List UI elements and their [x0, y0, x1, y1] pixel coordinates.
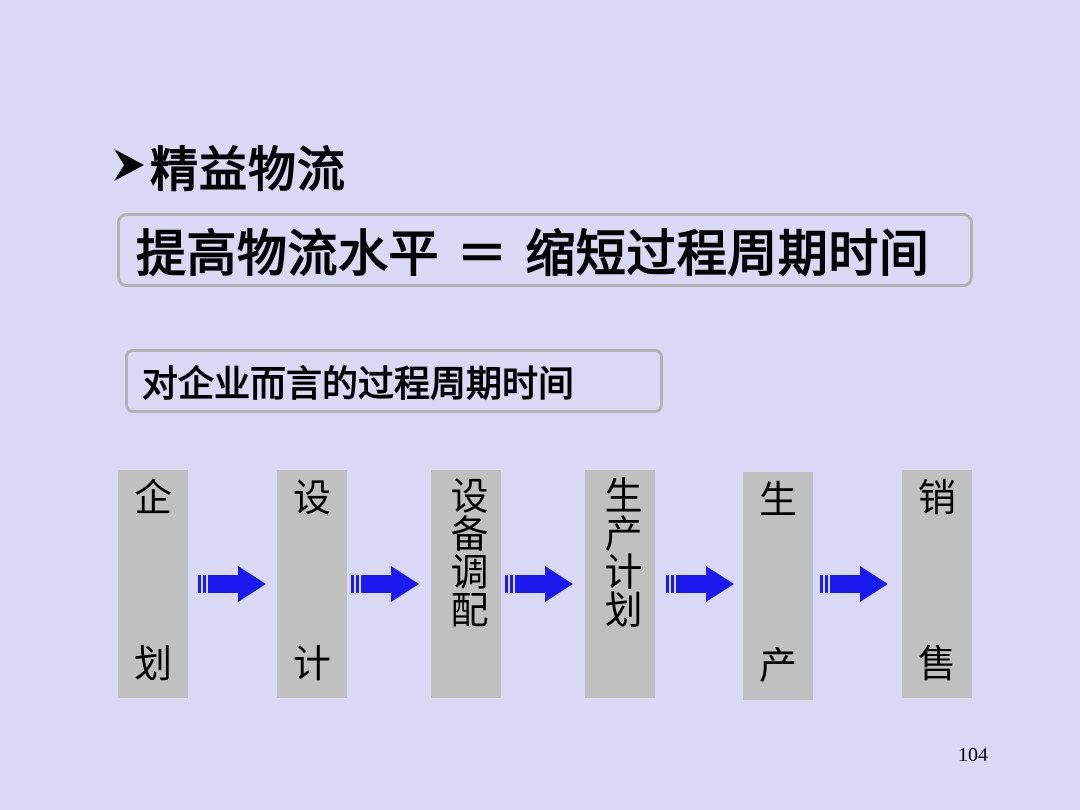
stage-label: 设备调配 — [444, 476, 488, 628]
heading-text: 精益物流 — [150, 142, 347, 198]
right-arrow-icon — [666, 564, 734, 604]
subtitle-box: 对企业而言的过程周期时间 — [125, 349, 663, 413]
right-arrow-icon — [351, 564, 419, 604]
stage-planning: 企 划 — [118, 470, 188, 698]
stage-label-top: 设 — [292, 476, 331, 520]
right-arrow-icon — [820, 564, 888, 604]
right-arrow-icon — [198, 564, 266, 604]
subtitle-text: 对企业而言的过程周期时间 — [142, 364, 575, 405]
stage-label-bottom: 售 — [917, 642, 956, 686]
page-number: 104 — [958, 744, 988, 766]
stage-label-top: 企 — [133, 476, 172, 520]
slide-heading: 精益物流 — [112, 130, 346, 200]
stage-sales: 销 售 — [902, 470, 972, 698]
stage-label-top: 生 — [758, 478, 797, 522]
arrowhead-bullet-icon — [112, 140, 150, 190]
stage-production: 生 产 — [743, 472, 813, 700]
formula-text: 提高物流水平 ＝ 缩短过程周期时间 — [136, 225, 930, 283]
stage-equipment: 设备调配 — [431, 470, 501, 698]
formula-box: 提高物流水平 ＝ 缩短过程周期时间 — [117, 213, 973, 287]
stage-label-bottom: 划 — [133, 642, 172, 686]
stage-design: 设 计 — [277, 470, 347, 698]
right-arrow-icon — [505, 564, 573, 604]
stage-label-bottom: 产 — [758, 644, 797, 688]
stage-label-bottom: 计 — [292, 642, 331, 686]
stage-label: 生产计划 — [598, 476, 642, 628]
stage-production-planning: 生产计划 — [585, 470, 655, 698]
stage-label-top: 销 — [917, 476, 956, 520]
